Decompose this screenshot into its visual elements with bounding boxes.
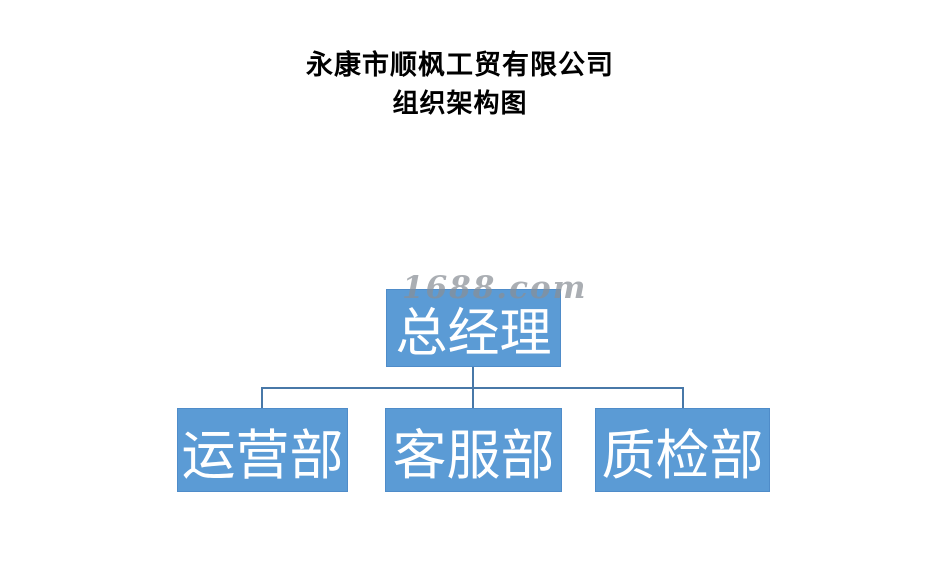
org-node-operations-department: 运营部 — [177, 408, 348, 492]
org-node-label: 运营部 — [181, 423, 344, 487]
connector-drop-customer-service — [472, 388, 474, 408]
org-node-label: 客服部 — [392, 423, 555, 487]
page-title: 永康市顺枫工贸有限公司 — [306, 50, 614, 80]
connector-drop-operations — [261, 388, 263, 408]
page-subtitle: 组织架构图 — [392, 88, 528, 118]
org-node-general-manager: 总经理 — [386, 289, 561, 367]
org-node-quality-inspection-department: 质检部 — [595, 408, 770, 492]
connector-drop-quality-inspection — [682, 388, 684, 408]
watermark-1688: 1688.com — [402, 270, 588, 306]
connector-root-stem — [472, 367, 474, 388]
org-node-label: 质检部 — [601, 423, 764, 487]
title-block: 永康市顺枫工贸有限公司 组织架构图 — [0, 46, 920, 122]
org-node-label: 总经理 — [395, 303, 552, 364]
org-node-customer-service-department: 客服部 — [385, 408, 562, 492]
